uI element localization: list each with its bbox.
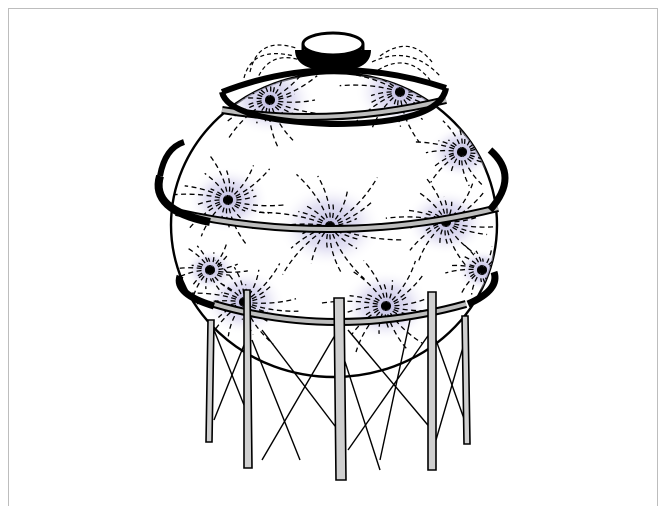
leg-1 <box>244 290 252 468</box>
leg-4 <box>206 320 214 442</box>
support-legs <box>206 290 470 480</box>
leg-2 <box>334 298 346 480</box>
leg-3 <box>428 292 436 470</box>
top-cap <box>296 33 370 70</box>
leg-5 <box>462 316 470 444</box>
